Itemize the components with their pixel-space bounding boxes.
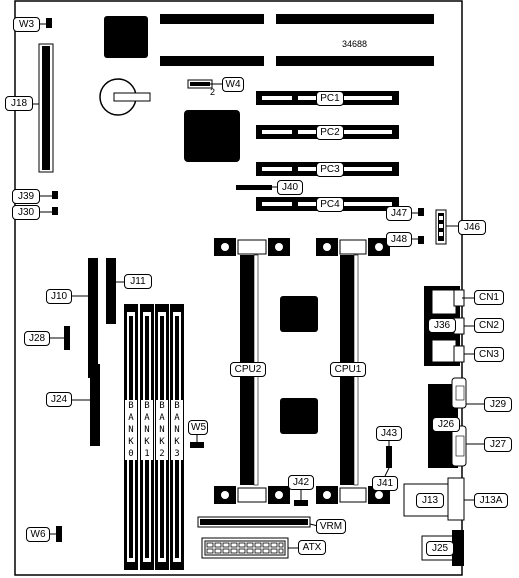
- label-j18: J18: [5, 96, 33, 111]
- label-j30: J30: [12, 205, 40, 220]
- label-cn1: CN1: [474, 290, 504, 305]
- label-atx: ATX: [298, 540, 326, 555]
- label-cpu2: CPU2: [230, 362, 266, 377]
- j42-jumper: [294, 500, 308, 506]
- w5-jumper: [190, 442, 204, 448]
- label-j25: J25: [426, 541, 454, 556]
- label-j47: J47: [386, 206, 412, 221]
- label-cpu1: CPU1: [330, 362, 366, 377]
- label-j42: J42: [288, 475, 314, 490]
- j11-header: [106, 258, 116, 324]
- label-j41: J41: [372, 476, 398, 491]
- label-vrm: VRM: [316, 519, 346, 534]
- dsub-port-stack: [428, 377, 467, 468]
- label-j40: J40: [277, 180, 303, 195]
- label-cn3: CN3: [474, 347, 504, 362]
- label-j46: J46: [458, 220, 486, 235]
- label-j11: J11: [124, 274, 152, 289]
- label-j26: J26: [432, 417, 460, 432]
- j43-jumper: [386, 446, 392, 468]
- chip-center-1: [280, 296, 318, 332]
- label-w5: W5: [188, 420, 208, 435]
- label-j10: J10: [46, 289, 72, 304]
- j28-header: [64, 326, 70, 350]
- label-w6: W6: [26, 527, 50, 542]
- w3-jumper: [46, 18, 52, 28]
- label-j28: J28: [24, 331, 50, 346]
- isa-slot-2: [276, 14, 434, 24]
- label-w4: W4: [222, 77, 244, 92]
- chip-top: [104, 16, 148, 58]
- chip-chipset: [184, 110, 240, 162]
- label-cn2: CN2: [474, 318, 504, 333]
- j24-header: [90, 364, 100, 446]
- isa-slot-3: [160, 56, 264, 66]
- label-j29: J29: [484, 397, 512, 412]
- j10-header: [88, 258, 98, 378]
- j47-jumper: [418, 208, 424, 216]
- w4-pin-number: 2: [210, 87, 216, 97]
- label-j13a: J13A: [474, 493, 508, 508]
- j30-jumper: [52, 207, 58, 215]
- label-w3: W3: [13, 17, 40, 32]
- board-id-text: 34688: [342, 39, 368, 49]
- label-pc3: PC3: [316, 162, 344, 177]
- chip-center-2: [280, 398, 318, 434]
- leader-lines: [32, 23, 484, 549]
- label-pc2: PC2: [316, 125, 344, 140]
- j39-jumper: [52, 191, 58, 199]
- label-pc4: PC4: [316, 197, 344, 212]
- label-j27: J27: [484, 437, 512, 452]
- board-outline: [14, 0, 463, 576]
- label-j13: J13: [416, 493, 444, 508]
- label-j24: J24: [46, 392, 72, 407]
- label-j48: J48: [386, 232, 412, 247]
- battery-clip: [113, 92, 151, 102]
- isa-slot-4: [276, 56, 434, 66]
- label-j36: J36: [428, 318, 456, 333]
- isa-slot-1: [160, 14, 264, 24]
- w6-jumper: [56, 526, 62, 542]
- j48-jumper: [418, 236, 424, 244]
- label-j39: J39: [12, 189, 40, 204]
- j40-header: [236, 185, 272, 190]
- label-j43: J43: [376, 426, 402, 441]
- label-pc1: PC1: [316, 91, 344, 106]
